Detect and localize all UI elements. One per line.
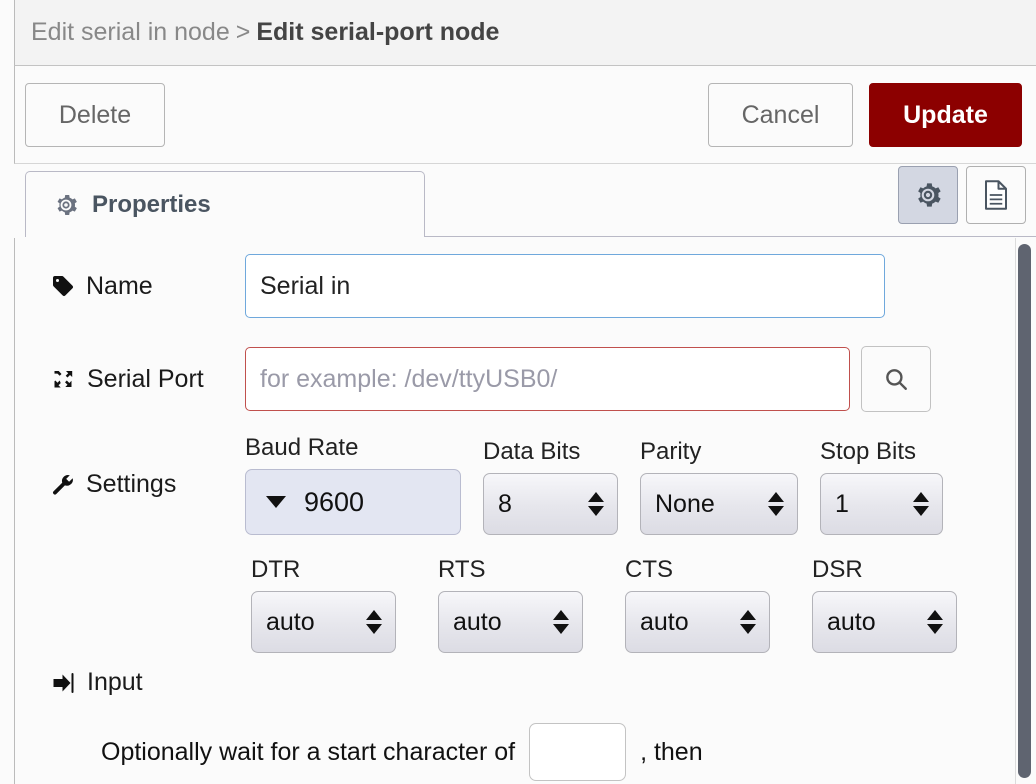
caret-down-icon <box>266 496 286 508</box>
flow-control-group-rts: RTS autohighlow <box>438 556 583 653</box>
scrollbar-thumb[interactable] <box>1018 244 1031 778</box>
parity-select[interactable]: NoneEvenMarkOddSpace <box>640 473 798 535</box>
name-label-text: Name <box>86 271 153 300</box>
gear-icon <box>918 183 941 207</box>
data-bits-group: Data Bits 8765 <box>483 438 618 535</box>
breadcrumb-separator: > <box>235 18 251 46</box>
input-section-title: Input <box>87 668 143 696</box>
flow-control-label-dsr: DSR <box>812 556 863 583</box>
flow-control-selectbox-dsr: autohighlow <box>812 591 957 653</box>
description-icon <box>985 180 1007 210</box>
data-bits-selectbox: 8765 <box>483 473 618 535</box>
parity-group: Parity NoneEvenMarkOddSpace <box>640 438 798 535</box>
flow-control-selectbox-rts: autohighlow <box>438 591 583 653</box>
flow-control-select-dtr[interactable]: autohighlow <box>251 591 396 653</box>
breadcrumb-current: Edit serial-port node <box>256 18 500 46</box>
flow-control-label-rts: RTS <box>438 556 486 583</box>
serial-port-label: Serial Port <box>15 365 245 394</box>
dialog-header: Edit serial in node>Edit serial-port nod… <box>14 0 1036 66</box>
flow-control-select-cts[interactable]: autohighlow <box>625 591 770 653</box>
flow-control-selectbox-dtr: autohighlow <box>251 591 396 653</box>
field-row-start-character: Optionally wait for a start character of… <box>15 723 1036 781</box>
dialog-button-bar: Delete Cancel Update <box>14 66 1036 164</box>
parity-label: Parity <box>640 438 702 465</box>
node-settings-button[interactable] <box>898 166 958 224</box>
stop-bits-label: Stop Bits <box>820 438 917 465</box>
data-bits-label: Data Bits <box>483 438 581 465</box>
field-row-name: Name <box>15 254 1036 318</box>
section-input: Input <box>15 668 1036 697</box>
breadcrumb: Edit serial in node>Edit serial-port nod… <box>31 18 499 47</box>
flow-control-controls: DTR autohighlow RTS autohighlow CTS autohighl… <box>15 556 957 653</box>
flow-control-select-dsr[interactable]: autohighlow <box>812 591 957 653</box>
flow-control-label-cts: CTS <box>625 556 673 583</box>
sign-in-icon <box>51 671 76 695</box>
gear-icon <box>54 193 78 217</box>
tab-properties-label: Properties <box>92 190 211 218</box>
start-character-suffix: , then <box>640 737 703 766</box>
start-character-input[interactable] <box>529 723 627 781</box>
tab-strip: Properties <box>14 164 1036 238</box>
flow-control-group-cts: CTS autohighlow <box>625 556 770 653</box>
delete-button[interactable]: Delete <box>25 83 165 147</box>
start-character-line: Optionally wait for a start character of… <box>15 723 703 781</box>
start-character-prefix: Optionally wait for a start character of <box>101 737 516 766</box>
tab-strip-divider <box>425 236 1036 237</box>
data-bits-select[interactable]: 8765 <box>483 473 618 535</box>
serial-port-label-text: Serial Port <box>87 364 204 393</box>
properties-scrollbar[interactable] <box>1017 242 1032 780</box>
flow-control-label-dtr: DTR <box>251 556 301 583</box>
input-section-label: Input <box>15 668 245 697</box>
tag-icon <box>51 274 75 298</box>
stop-bits-group: Stop Bits 12 <box>820 438 943 535</box>
stop-bits-select[interactable]: 12 <box>820 473 943 535</box>
properties-panel: Name Serial Port <box>14 238 1036 784</box>
baud-rate-dropdown[interactable]: 9600 <box>245 469 461 535</box>
parity-selectbox: NoneEvenMarkOddSpace <box>640 473 798 535</box>
panel-right-divider <box>1015 238 1016 784</box>
cancel-button[interactable]: Cancel <box>708 83 853 147</box>
search-icon <box>886 369 907 390</box>
baud-rate-group: Baud Rate 9600 <box>245 434 461 535</box>
flow-control-group-dtr: DTR autohighlow <box>251 556 396 653</box>
settings-label-text: Settings <box>86 470 177 498</box>
wrench-icon <box>51 473 75 497</box>
flow-control-selectbox-cts: autohighlow <box>625 591 770 653</box>
settings-label: Settings <box>15 434 245 499</box>
name-label: Name <box>15 272 245 301</box>
baud-rate-label: Baud Rate <box>245 434 359 461</box>
flow-control-select-rts[interactable]: autohighlow <box>438 591 583 653</box>
stop-bits-selectbox: 12 <box>820 473 943 535</box>
field-row-settings: Settings Baud Rate 9600 Data Bits 8765 <box>15 434 1036 535</box>
flow-control-group-dsr: DSR autohighlow <box>812 556 957 653</box>
serial-port-input[interactable] <box>245 347 850 411</box>
serial-port-search-button[interactable] <box>861 346 931 412</box>
field-row-flow-control: DTR autohighlow RTS autohighlow CTS autohighl… <box>15 556 1036 653</box>
settings-controls: Baud Rate 9600 Data Bits 8765 Parity <box>245 434 943 535</box>
baud-rate-value: 9600 <box>304 486 365 517</box>
breadcrumb-previous[interactable]: Edit serial in node <box>31 18 230 46</box>
update-button[interactable]: Update <box>869 83 1022 147</box>
random-icon <box>51 367 76 391</box>
field-row-serial-port: Serial Port <box>15 346 1036 412</box>
node-description-button[interactable] <box>966 166 1026 224</box>
tab-properties[interactable]: Properties <box>25 171 425 237</box>
name-input[interactable] <box>245 254 885 318</box>
